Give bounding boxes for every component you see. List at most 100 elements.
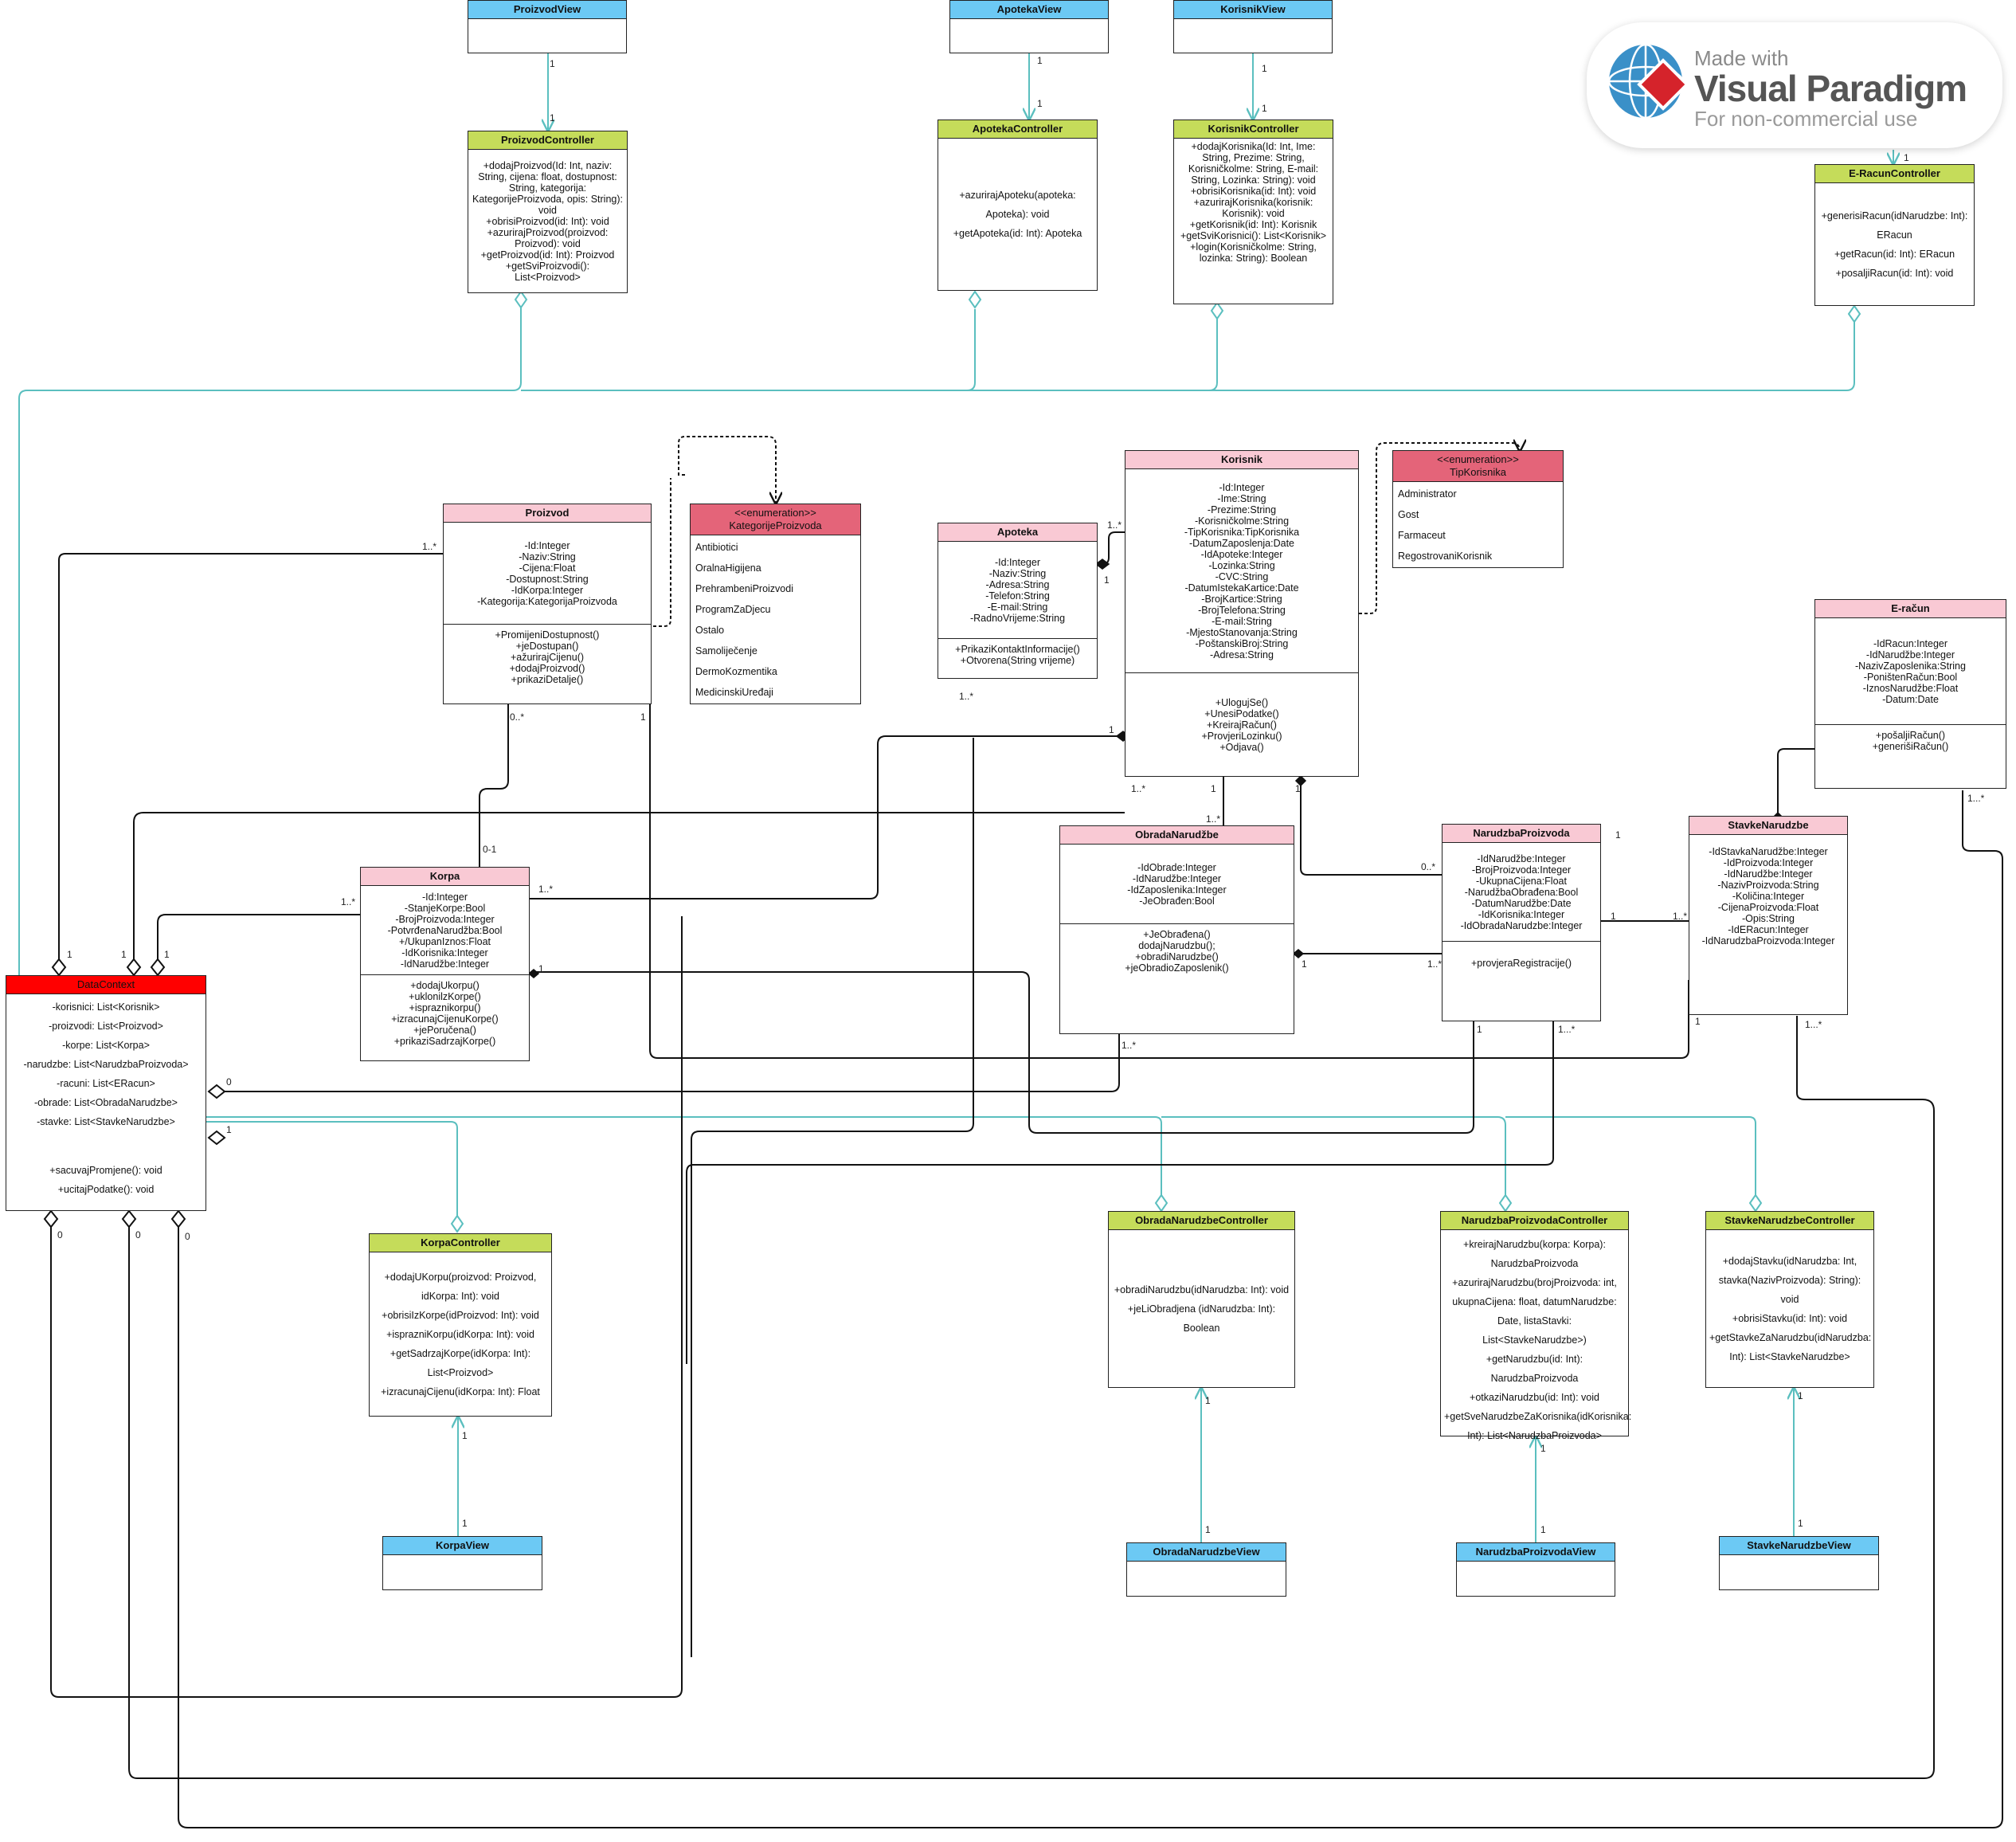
- operations: +dodajKorisnika(Id: Int, Ime: String, Pr…: [1180, 141, 1327, 264]
- narudzba-proizvoda-class[interactable]: NarudzbaProizvoda -IdNarudžbe:Integer -Br…: [1442, 824, 1601, 1021]
- multiplicity-label: 1..*: [341, 896, 356, 907]
- license-text: For non-commercial use: [1694, 107, 1918, 131]
- multiplicity-label: 0-1: [483, 844, 497, 855]
- class-name: ApotekaController: [938, 120, 1097, 139]
- enum-name: TipKorisnika: [1449, 466, 1507, 478]
- narudzba-proizvoda-view[interactable]: NarudzbaProizvodaView: [1456, 1542, 1615, 1597]
- enum-literal: Ostalo: [695, 625, 725, 636]
- multiplicity-label: 1: [1109, 724, 1114, 735]
- obrada-narudzbe-class[interactable]: ObradaNarudžbe-IdObrade:Integer -IdNarud…: [1059, 825, 1294, 1034]
- stavke-narudzbe-class[interactable]: StavkeNarudzbe-IdStavkaNarudžbe:Integer …: [1689, 816, 1848, 1015]
- multiplicity-label: 1: [1798, 1390, 1803, 1401]
- multiplicity-label: 1: [538, 963, 544, 974]
- multiplicity-label: 1: [121, 949, 127, 960]
- class-name: ObradaNarudzbeView: [1127, 1543, 1286, 1562]
- multiplicity-label: 1: [1262, 63, 1267, 74]
- operations: +kreirajNarudzbu(korpa: Korpa): Narudzba…: [1444, 1239, 1632, 1441]
- multiplicity-label: 1...*: [1558, 1024, 1576, 1035]
- narudzba-proizvoda-controller[interactable]: NarudzbaProizvodaController +kreirajNarud…: [1440, 1211, 1631, 1441]
- apoteka-view[interactable]: ApotekaView: [949, 0, 1109, 53]
- class-name: E-račun: [1815, 600, 2006, 618]
- korisnik-class[interactable]: Korisnik-Id:Integer -Ime:String -Prezime…: [1125, 450, 1359, 777]
- operations: +dodajProizvod(Id: Int, naziv: String, c…: [472, 159, 623, 283]
- multiplicity-label: 1: [164, 949, 170, 960]
- class-name: E-RacunController: [1815, 165, 1974, 183]
- attributes: -Id:Integer -Ime:String -Prezime:String …: [1184, 481, 1300, 660]
- multiplicity-label: 1..*: [1131, 783, 1146, 794]
- korisnik-view[interactable]: KorisnikView: [1173, 0, 1333, 53]
- proizvod-class[interactable]: Proizvod -Id:Integer -Naziv:String -Cijen…: [443, 504, 652, 704]
- class-name: KorpaView: [383, 1537, 542, 1555]
- class-name: NarudzbaProizvoda: [1443, 825, 1600, 843]
- eracun-controller[interactable]: E-RacunController+generisiRacun(idNarudz…: [1814, 164, 1975, 306]
- multiplicity-label: 1: [1798, 1518, 1803, 1529]
- class-name: KorpaController: [370, 1234, 551, 1252]
- multiplicity-label: 1: [1540, 1443, 1546, 1454]
- attributes: -korisnici: List<Korisnik> -proizvodi: L…: [23, 1001, 189, 1127]
- multiplicity-label: 1: [1477, 1024, 1482, 1035]
- multiplicity-label: 1: [550, 58, 555, 69]
- multiplicity-label: 1: [1611, 911, 1616, 922]
- multiplicity-label: 1: [1037, 98, 1043, 109]
- class-name: NarudzbaProizvodaView: [1457, 1543, 1615, 1562]
- enum-literal: MedicinskiUređaji: [695, 687, 773, 698]
- made-with-text: Made with: [1694, 46, 1789, 70]
- operations: +sacuvajPromjene(): void +ucitajPodatke(…: [49, 1165, 162, 1195]
- class-name: StavkeNarudzbe: [1689, 817, 1847, 835]
- multiplicity-label: 1: [1205, 1524, 1211, 1535]
- enum-literal: Administrator: [1398, 488, 1457, 500]
- class-name: NarudzbaProizvodaController: [1441, 1212, 1628, 1230]
- enum-literal: Antibiotici: [695, 542, 738, 553]
- obrada-narudzbe-controller[interactable]: ObradaNarudzbeController+obradiNarudzbu(…: [1108, 1211, 1295, 1388]
- stavke-narudzbe-view[interactable]: StavkeNarudzbeView: [1719, 1536, 1879, 1590]
- class-name: Proizvod: [444, 504, 651, 523]
- entity-links: [50, 436, 2003, 1828]
- multiplicity-label: 1: [1295, 783, 1301, 794]
- operations: +dodajUkorpu() +uklonilzKorpe() +isprazn…: [361, 974, 529, 1060]
- visual-paradigm-watermark: Made with Visual Paradigm For non-commer…: [1587, 22, 2002, 148]
- enum-literal: Samoliječenje: [695, 645, 757, 656]
- attributes: -IdRacun:Integer -IdNarudžbe:Integer -Na…: [1855, 637, 1966, 705]
- operations: +dodajStavku(idNarudzba: Int, stavka(Naz…: [1709, 1255, 1872, 1362]
- multiplicity-label: 1..*: [1673, 911, 1688, 922]
- enum-name: KategorijeProizvoda: [729, 519, 822, 531]
- multiplicity-label: 0..*: [510, 711, 525, 723]
- korisnik-controller[interactable]: KorisnikController+dodajKorisnika(Id: In…: [1173, 120, 1333, 304]
- kategorije-proizvoda-enum[interactable]: <<enumeration>>KategorijeProizvoda Antib…: [690, 504, 861, 704]
- korpa-class[interactable]: Korpa-Id:Integer -StanjeKorpe:Bool -Broj…: [360, 867, 530, 1061]
- apoteka-controller[interactable]: ApotekaController +azurirajApoteku(apotek…: [938, 120, 1098, 291]
- class-name: Apoteka: [938, 523, 1097, 542]
- attributes: -IdObrade:Integer -IdNarudžbe:Integer -I…: [1127, 861, 1227, 907]
- attributes: -Id:Integer -StanjeKorpe:Bool -BrojProiz…: [387, 891, 503, 970]
- stavke-narudzbe-controller[interactable]: StavkeNarudzbeController +dodajStavku(idN…: [1705, 1211, 1874, 1388]
- korpa-controller[interactable]: KorpaController+dodajUKorpu(proizvod: Pr…: [369, 1233, 552, 1417]
- multiplicity-label: 1: [226, 1124, 232, 1135]
- operations: +PromijeniDostupnost() +jeDostupan() +až…: [444, 624, 651, 703]
- apoteka-class[interactable]: Apoteka-Id:Integer -Naziv:String -Adresa…: [938, 523, 1098, 679]
- tip-korisnika-enum[interactable]: <<enumeration>>TipKorisnika Administrato…: [1392, 450, 1564, 568]
- proizvod-controller[interactable]: ProizvodController+dodajProizvod(Id: Int…: [468, 131, 628, 293]
- korpa-view[interactable]: KorpaView: [382, 1536, 542, 1590]
- operations: +UlogujSe() +UnesiPodatke() +KreirajRaču…: [1125, 672, 1358, 776]
- enum-literal: ProgramZaDjecu: [695, 604, 771, 615]
- multiplicity-label: 1: [1211, 783, 1216, 794]
- multiplicity-label: 1..*: [538, 884, 554, 895]
- multiplicity-label: 1: [1104, 574, 1110, 586]
- multiplicity-label: 1: [1262, 103, 1267, 114]
- operations: +provjeraRegistracije(): [1443, 941, 1600, 1021]
- eracun-class[interactable]: E-račun -IdRacun:Integer -IdNarudžbe:Inte…: [1814, 599, 2006, 789]
- class-name: ObradaNarudzbeController: [1109, 1212, 1294, 1230]
- enum-literals: Administrator Gost Farmaceut Regostrovan…: [1393, 482, 1563, 566]
- operations: +azurirajApoteku(apoteka: Apoteka): void…: [953, 190, 1082, 239]
- attributes: -IdNarudžbe:Integer -BrojProizvoda:Integ…: [1460, 852, 1583, 931]
- brand-text: Visual Paradigm: [1694, 68, 1967, 109]
- datacontext-class[interactable]: DataContext -korisnici: List<Korisnik> -…: [6, 975, 206, 1211]
- aggregation-diamonds-teal: [450, 290, 1861, 1233]
- proizvod-view[interactable]: ProizvodView: [468, 0, 627, 53]
- class-name: StavkeNarudzbeController: [1706, 1212, 1873, 1230]
- attributes: -Id:Integer -Naziv:String -Cijena:Float …: [477, 539, 617, 607]
- enum-literals: Antibiotici OralnaHigijena PrehrambeniPr…: [691, 535, 860, 703]
- obrada-narudzbe-view[interactable]: ObradaNarudzbeView: [1126, 1542, 1286, 1597]
- operations: +PrikaziKontaktInformacije() +Otvorena(S…: [938, 638, 1097, 678]
- enum-literal: DermoKozmentika: [695, 666, 777, 677]
